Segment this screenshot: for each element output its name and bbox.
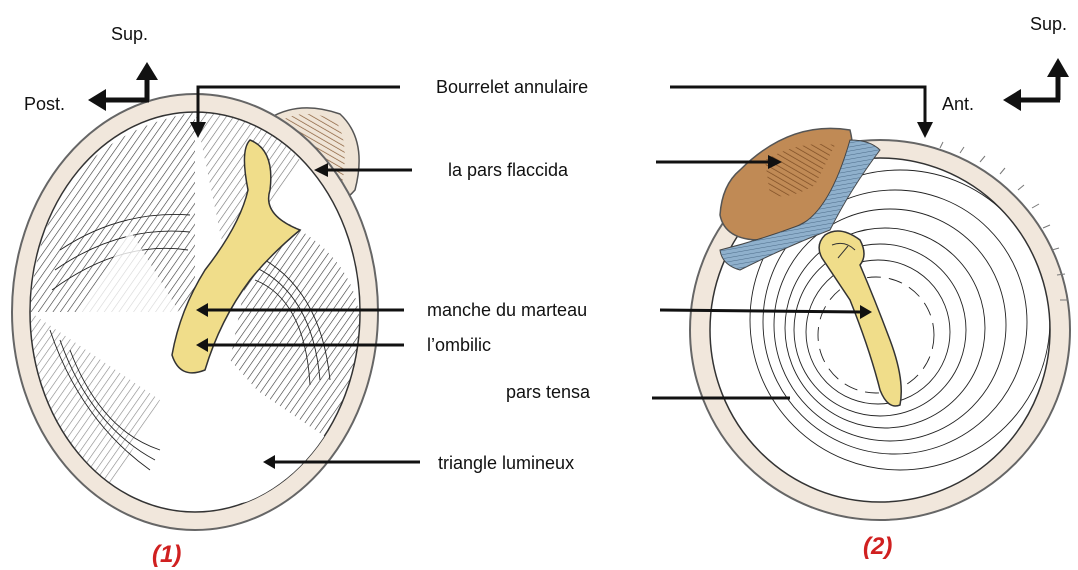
- label-pars-flaccida: la pars flaccida: [448, 160, 569, 180]
- label-triangle-lumineux: triangle lumineux: [438, 453, 574, 473]
- label-manche-du-marteau: manche du marteau: [427, 300, 587, 320]
- right-anterior-label: Ant.: [942, 94, 974, 114]
- left-superior-label: Sup.: [111, 24, 148, 44]
- label-pars-tensa: pars tensa: [506, 382, 591, 402]
- left-posterior-label: Post.: [24, 94, 65, 114]
- orientation-arrows-right: [1003, 58, 1069, 111]
- label-ombilic: l’ombilic: [427, 335, 491, 355]
- figure-number-1: (1): [152, 541, 181, 568]
- label-bourrelet-annulaire: Bourrelet annulaire: [436, 77, 588, 97]
- membrane-right: [690, 128, 1070, 520]
- right-superior-label: Sup.: [1030, 14, 1067, 34]
- figure-number-2: (2): [863, 533, 892, 560]
- membrane-left: [12, 94, 378, 530]
